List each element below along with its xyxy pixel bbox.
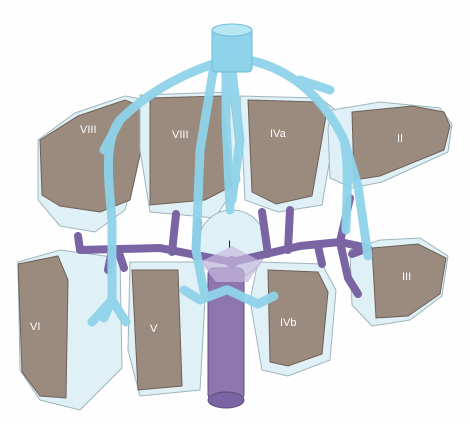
hepatic-vein-trunk	[212, 24, 252, 72]
label-vi: VI	[30, 321, 40, 333]
label-viii-right: VIII	[80, 124, 97, 136]
segment-ivb: IVb	[250, 262, 336, 376]
segment-v: V	[128, 262, 205, 396]
label-iii: III	[402, 271, 411, 283]
label-viii-center: VIII	[172, 129, 189, 141]
label-v: V	[150, 323, 158, 335]
label-ivb: IVb	[280, 317, 297, 329]
label-iva: IVa	[270, 128, 287, 140]
segment-vi: VI	[18, 250, 122, 410]
label-ii: II	[397, 133, 403, 145]
